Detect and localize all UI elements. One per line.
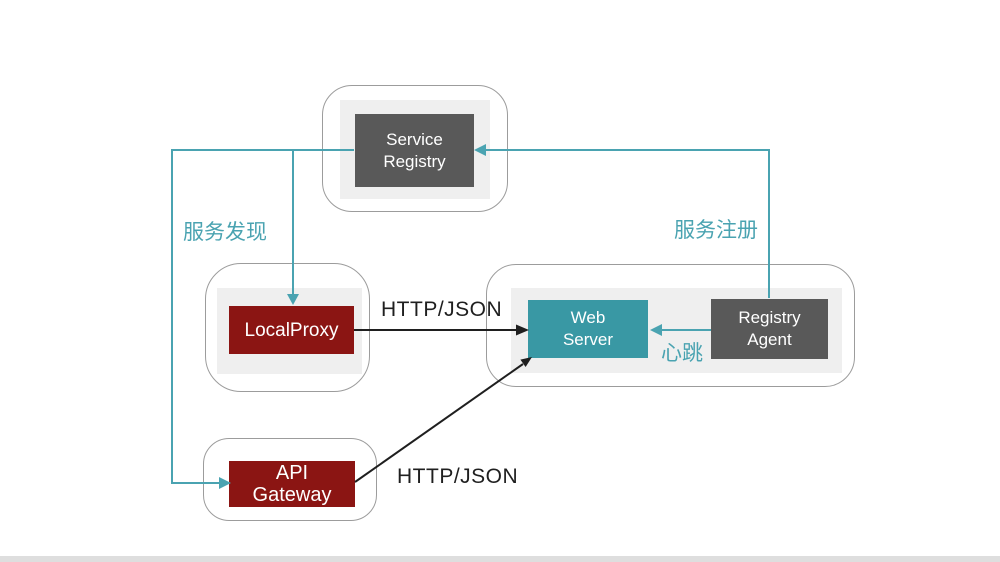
label-heartbeat: 心跳 xyxy=(661,342,703,365)
slide-bottom-edge xyxy=(0,556,1000,562)
localproxy-container: LocalProxy xyxy=(205,263,370,392)
registry-agent-node: Registry Agent xyxy=(711,299,828,359)
label-service-discovery: 服务发现 xyxy=(183,221,267,244)
web-server-node: Web Server xyxy=(528,300,648,358)
label-service-registration: 服务注册 xyxy=(674,219,758,242)
api-gateway-node: API Gateway xyxy=(229,461,355,507)
label-http-json-proxy: HTTP/JSON xyxy=(381,298,503,321)
label-http-json-gateway: HTTP/JSON xyxy=(397,465,519,488)
service-host-container: Web Server Registry Agent xyxy=(486,264,855,387)
service-registry-container: Service Registry xyxy=(322,85,508,212)
localproxy-node: LocalProxy xyxy=(229,306,354,354)
api-gateway-container: API Gateway xyxy=(203,438,377,521)
service-registry-node: Service Registry xyxy=(355,114,474,187)
